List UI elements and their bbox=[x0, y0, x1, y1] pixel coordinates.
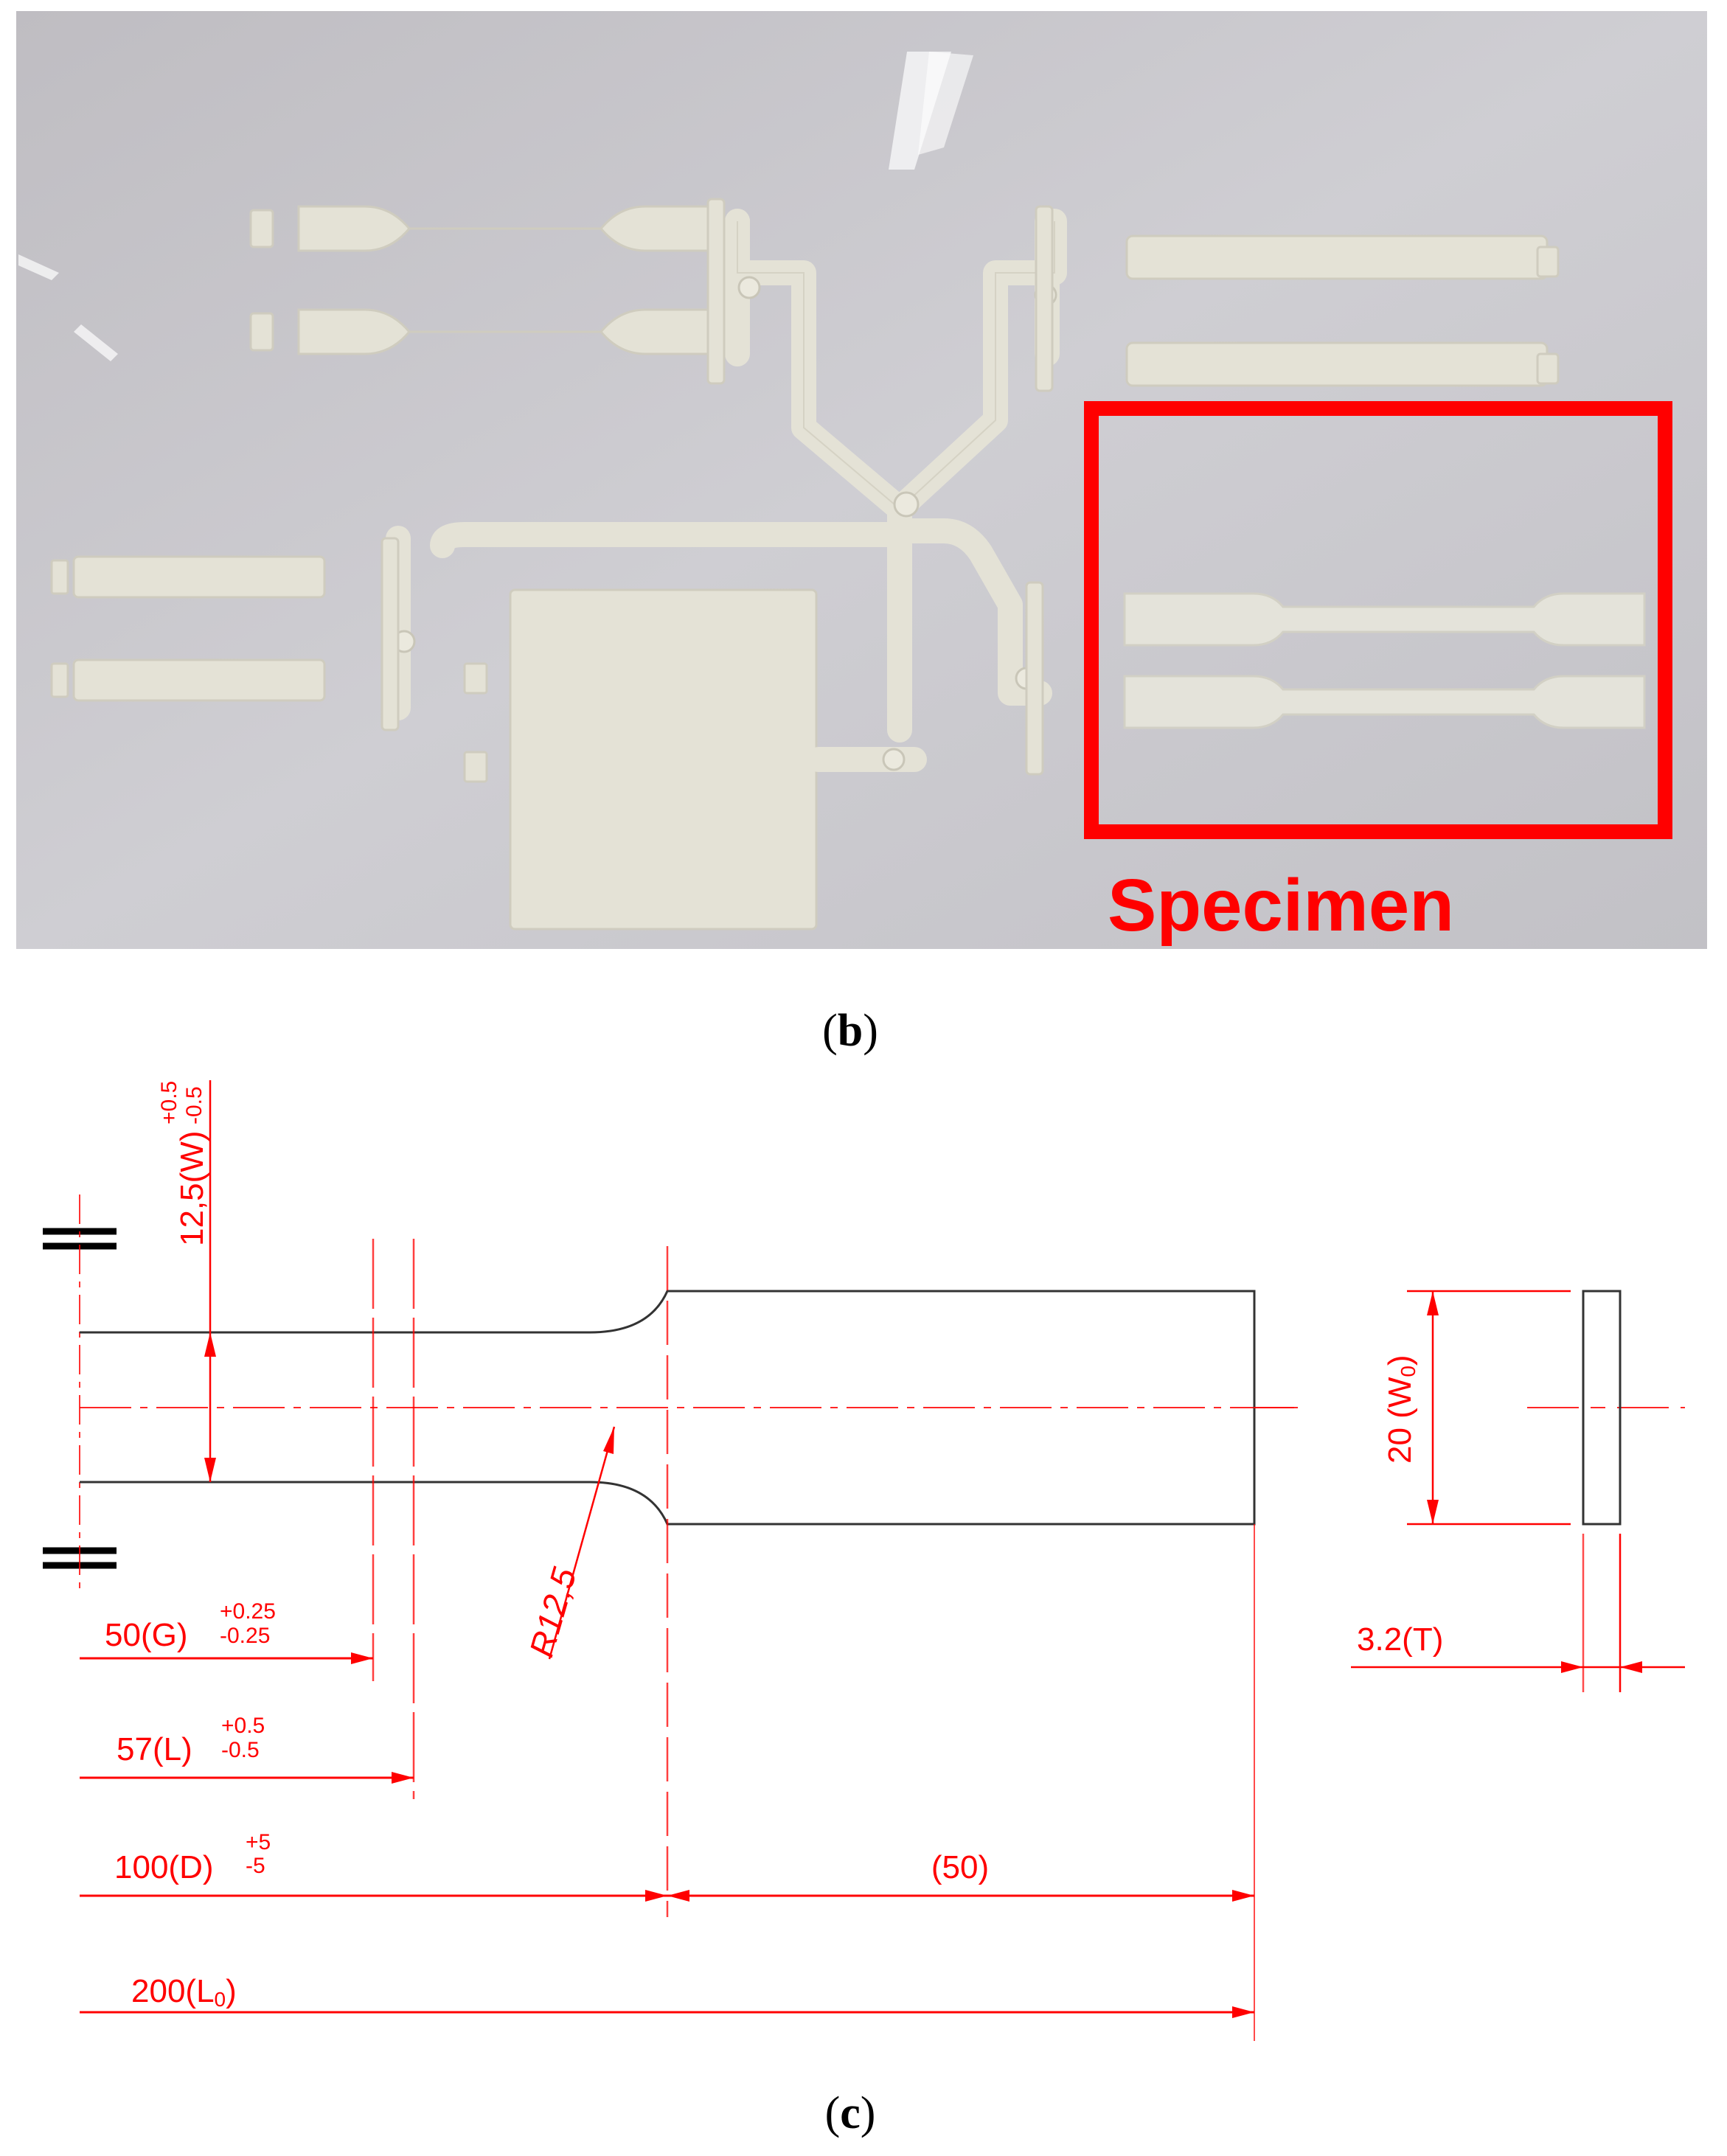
svg-text:-0.5: -0.5 bbox=[221, 1738, 260, 1762]
thickness-label: 3.2(T) bbox=[1357, 1621, 1443, 1658]
svg-text:-5: -5 bbox=[246, 1854, 265, 1878]
length-dimension-label: 57(L) bbox=[117, 1731, 192, 1767]
svg-text:+0.25: +0.25 bbox=[220, 1599, 276, 1624]
caption-b: (b) bbox=[822, 1006, 878, 1056]
width-dimension-label: 12,5(W) +0.5 -0.5 bbox=[157, 1081, 210, 1246]
plate-specimen bbox=[509, 588, 818, 931]
cross-section-outline bbox=[1582, 1290, 1622, 1526]
svg-text:+0.5: +0.5 bbox=[221, 1714, 265, 1738]
gauge-dimension-label: 50(G) bbox=[105, 1617, 187, 1653]
specimen-label: Specimen bbox=[1108, 864, 1454, 947]
highlighted-specimens bbox=[1123, 592, 1646, 729]
svg-text:20 (W0): 20 (W0) bbox=[1382, 1355, 1420, 1464]
half-length-label: (50) bbox=[931, 1849, 989, 1885]
specimen-highlight-box bbox=[1084, 401, 1672, 839]
tensile-specimen bbox=[1123, 592, 1646, 647]
end-width-label: 20 (W0) bbox=[1382, 1355, 1420, 1464]
tensile-specimen bbox=[1123, 675, 1646, 729]
svg-text:+5: +5 bbox=[246, 1830, 271, 1854]
dogbone-specimen bbox=[249, 308, 717, 355]
svg-text:12,5(W): 12,5(W) bbox=[174, 1131, 210, 1246]
distance-dimension-label: 100(D) bbox=[114, 1849, 214, 1885]
specimen-photo: Specimen bbox=[16, 11, 1707, 949]
bar-specimen bbox=[1125, 234, 1549, 280]
technical-drawing: 12,5(W) +0.5 -0.5 R12,5 50(G) +0.25 -0.2… bbox=[43, 1080, 1685, 2041]
bar-specimen bbox=[72, 658, 326, 702]
bar-specimen bbox=[1125, 341, 1549, 387]
caption-c: (c) bbox=[825, 2088, 876, 2138]
svg-text:+0.5: +0.5 bbox=[157, 1081, 181, 1124]
overall-length-label: 200(L0) bbox=[131, 1973, 237, 2011]
svg-text:-0.5: -0.5 bbox=[182, 1086, 206, 1124]
svg-text:-0.25: -0.25 bbox=[220, 1624, 270, 1648]
bar-specimen bbox=[72, 555, 326, 599]
svg-text:R12,5: R12,5 bbox=[522, 1563, 584, 1661]
radius-label: R12,5 bbox=[522, 1563, 584, 1661]
